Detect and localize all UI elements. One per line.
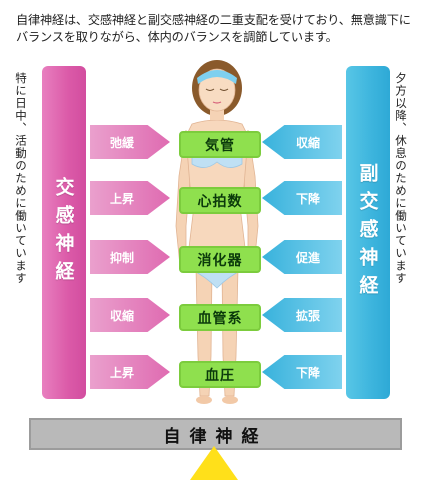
sympathetic-arrow-blood-pressure: 上昇: [90, 355, 170, 389]
organ-heart-rate: 心拍数: [179, 187, 261, 214]
organ-digestive: 消化器: [179, 246, 261, 273]
organ-airway: 気管: [179, 131, 261, 158]
body-figure: [175, 60, 259, 404]
intro-text: 自律神経は、交感神経と副交感神経の二重支配を受けており、無意識下にバランスを取り…: [16, 13, 411, 44]
parasympathetic-arrow-blood-pressure: 下降: [262, 355, 342, 389]
sympathetic-arrow-blood-vessels: 収縮: [90, 298, 170, 332]
parasympathetic-arrow-heart-rate: 下降: [262, 181, 342, 215]
organ-blood-vessels: 血管系: [179, 304, 261, 331]
parasympathetic-label: 副交感神経: [356, 162, 379, 303]
fulcrum-triangle: [190, 446, 238, 480]
sympathetic-label: 交感神経: [52, 176, 75, 289]
parasympathetic-arrow-blood-vessels: 拡張: [262, 298, 342, 332]
sympathetic-arrow-heart-rate: 上昇: [90, 181, 170, 215]
sympathetic-pill: 交感神経: [42, 66, 86, 399]
parasympathetic-note: 夕方以降、休息のために働いています: [394, 72, 408, 285]
organ-blood-pressure: 血圧: [179, 361, 261, 388]
parasympathetic-arrow-digestive: 促進: [262, 240, 342, 274]
sympathetic-arrow-digestive: 抑制: [90, 240, 170, 274]
sympathetic-arrow-airway: 弛緩: [90, 125, 170, 159]
parasympathetic-arrow-airway: 収縮: [262, 125, 342, 159]
parasympathetic-pill: 副交感神経: [346, 66, 390, 399]
sympathetic-note: 特に日中、活動のために働いています: [14, 72, 28, 285]
